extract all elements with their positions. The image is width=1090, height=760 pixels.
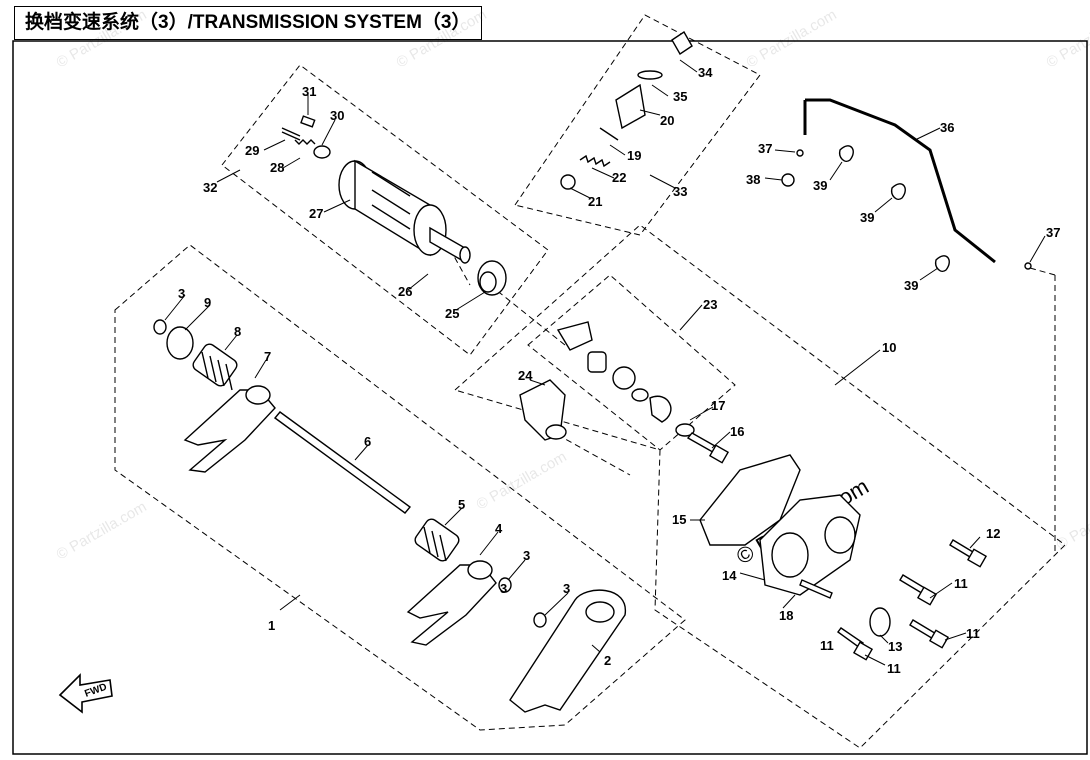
callout-label: 7: [264, 349, 271, 364]
diagram-title: 换档变速系统（3）/TRANSMISSION SYSTEM（3）: [14, 6, 482, 40]
switch-parts: [560, 31, 693, 190]
springs: [192, 343, 460, 562]
callout-label: 19: [627, 148, 641, 163]
callout-label: 1: [268, 618, 275, 633]
callout-label: 34: [698, 65, 713, 80]
callout-label: 3: [563, 581, 570, 596]
breather-rod: [803, 98, 996, 264]
seal-and-pin: [799, 579, 891, 637]
gasket: [699, 454, 801, 546]
callout-label: 10: [882, 340, 896, 355]
clips: [781, 145, 1032, 272]
callout-label: 11: [966, 626, 980, 641]
callout-label: 35: [673, 89, 687, 104]
callout-label: 39: [860, 210, 874, 225]
side-cover: [759, 494, 861, 596]
callout-label: 28: [270, 160, 284, 175]
watermark-text: © Partzilla.com: [54, 6, 150, 71]
callout-label: 32: [203, 180, 217, 195]
watermark-text: © Partzilla.com: [394, 6, 490, 71]
group-box-32: [221, 64, 549, 356]
detent-parts: [281, 115, 331, 159]
callout-label: 33: [673, 184, 687, 199]
callout-label: 36: [940, 120, 954, 135]
callout-label: 21: [588, 194, 602, 209]
callout-label: 15: [672, 512, 686, 527]
callout-label: 39: [904, 278, 918, 293]
watermark-text: © Partzilla.com: [1044, 6, 1090, 71]
callout-label: 3: [523, 548, 530, 563]
callout-label: 26: [398, 284, 412, 299]
leader-line: [444, 239, 471, 286]
callout-label: 3: [500, 581, 507, 596]
outer-frame: [12, 40, 1088, 755]
callout-label: 3: [178, 286, 185, 301]
shift-fork-lower: [406, 560, 497, 646]
bolts-11-12: [837, 539, 988, 661]
watermark-layer: © Partzilla.com © Partzilla.com © Partzi…: [54, 6, 1090, 569]
leader-line: [489, 284, 566, 346]
callout-label: 37: [1046, 225, 1060, 240]
watermark-text: © Partzilla.com: [1054, 488, 1090, 553]
callout-label: 29: [245, 143, 259, 158]
parts-layer: [58, 31, 1032, 714]
callout-label: 30: [330, 108, 344, 123]
shift-fork-upper: [183, 385, 276, 473]
watermark-text: © Partzilla.com: [744, 6, 840, 71]
watermark-text: © Partzilla.com: [54, 498, 150, 563]
group-box-23: [527, 274, 736, 451]
callout-label: 5: [458, 497, 465, 512]
bolt-16: [675, 423, 730, 464]
fwd-arrow-icon: [58, 673, 113, 714]
callout-label: 24: [518, 368, 533, 383]
fork-rod: [273, 411, 412, 514]
shift-drum: [338, 159, 471, 264]
callout-label: 39: [813, 178, 827, 193]
callout-label: 16: [730, 424, 744, 439]
callout-label: 11: [820, 638, 834, 653]
watermark-text: © Partzilla.com: [474, 448, 570, 513]
group-box-10: [453, 224, 1066, 749]
group-box-33: [514, 14, 761, 236]
callout-label: 14: [722, 568, 737, 583]
callout-label: 11: [954, 576, 968, 591]
leader-line: [539, 424, 631, 476]
callout-label: 37: [758, 141, 772, 156]
collars: [153, 319, 547, 628]
callout-label: 2: [604, 653, 611, 668]
callout-label: 6: [364, 434, 371, 449]
callout-label: 38: [746, 172, 760, 187]
callout-label: 20: [660, 113, 674, 128]
callout-label: 27: [309, 206, 323, 221]
callout-label: 23: [703, 297, 717, 312]
callout-label: 17: [711, 398, 725, 413]
callout-label: 31: [302, 84, 316, 99]
callout-label: 22: [612, 170, 626, 185]
callout-label: 12: [986, 526, 1000, 541]
callout-label: 9: [204, 295, 211, 310]
bearing: [477, 260, 507, 296]
shift-arm: [509, 589, 626, 713]
group-box-1: [114, 244, 686, 731]
callout-label: 8: [234, 324, 241, 339]
callout-label: 13: [888, 639, 902, 654]
callouts: 1 2 3 3 3 3 4 5 6 7 8 9 10 11 11 11 11 1…: [178, 65, 1060, 676]
callout-label: 18: [779, 608, 793, 623]
shift-cam-parts: [556, 321, 672, 423]
group-outlines: [114, 14, 1066, 749]
callout-label: 4: [495, 521, 503, 536]
callout-label: 11: [887, 661, 901, 676]
leader-line: [1029, 267, 1056, 276]
callout-leaders: [164, 59, 1046, 666]
callout-label: 25: [445, 306, 459, 321]
shift-shaft: [519, 379, 567, 441]
